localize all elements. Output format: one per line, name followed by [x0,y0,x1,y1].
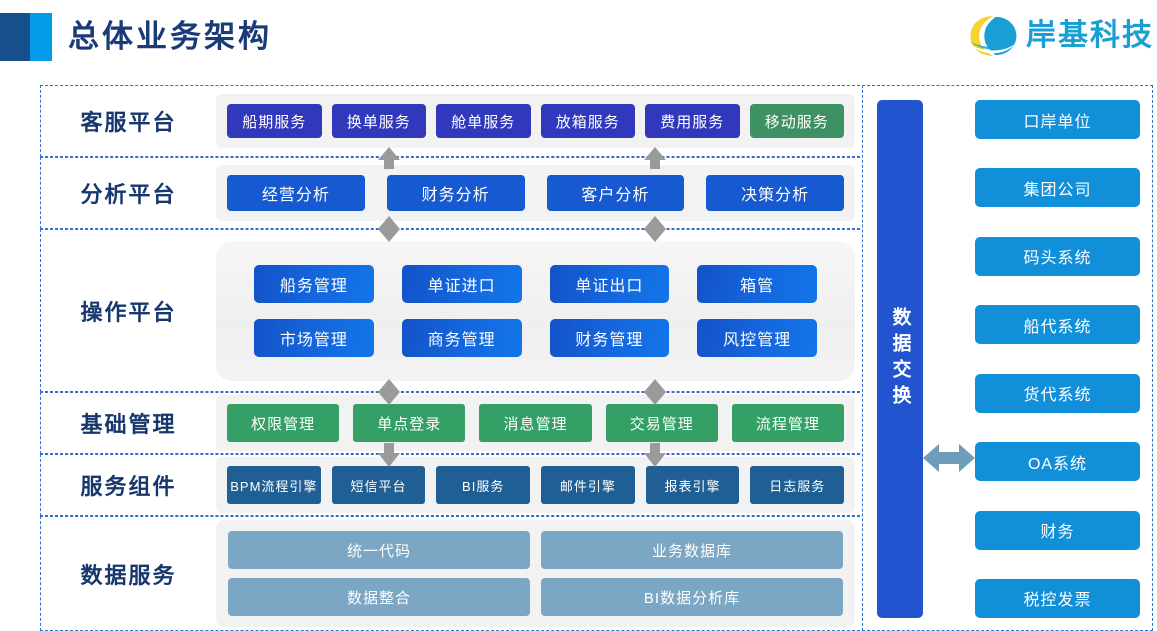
external-system-chip[interactable]: 船代系统 [975,305,1140,345]
module-chip[interactable]: BPM流程引擎 [227,466,321,504]
flow-arrow-up-down-icon [644,216,666,242]
header-accent-bar [0,13,52,61]
company-logo: 岸基科技 [967,12,1154,60]
flow-arrow-up-down-icon [378,379,400,405]
module-chip[interactable]: 财务管理 [549,318,670,357]
external-system-chip[interactable]: 货代系统 [975,373,1140,413]
module-chip[interactable]: 换单服务 [331,104,426,138]
section-body-analysis: 经营分析 财务分析 客户分析 决策分析 [216,165,855,221]
module-chip[interactable]: 风控管理 [697,318,817,357]
section-service-components: 服务组件 BPM流程引擎 短信平台 BI服务 邮件引擎 报表引擎 日志服务 [40,454,870,516]
module-chip[interactable]: 船期服务 [227,104,322,138]
wave-circle-logo-icon [968,16,1018,56]
module-chip[interactable]: 交易管理 [605,404,718,442]
module-chip[interactable]: 市场管理 [254,318,374,357]
section-body-service-components: BPM流程引擎 短信平台 BI服务 邮件引擎 报表引擎 日志服务 [216,457,855,513]
section-label-data-services: 数据服务 [80,562,177,588]
external-system-chip[interactable]: 口岸单位 [975,100,1140,139]
module-chip[interactable]: 财务分析 [386,175,525,211]
section-data-services: 数据服务 统一代码 业务数据库 数据整合 BI数据分析库 [40,516,870,631]
module-chip[interactable]: 经营分析 [227,175,365,211]
module-chip[interactable]: 费用服务 [645,104,740,138]
module-chip[interactable]: 船务管理 [254,264,374,303]
data-exchange-label: 数据交换 [889,307,911,411]
module-chip[interactable]: 流程管理 [731,404,845,442]
flow-arrow-up-icon [378,147,400,169]
flow-arrow-down-icon [378,443,400,467]
module-chip[interactable]: 权限管理 [227,404,340,442]
header-accent-bar-dark [0,13,30,61]
section-label-analysis: 分析平台 [80,182,177,207]
data-exchange-bar[interactable]: 数据交换 [877,100,923,618]
section-label-basic-management: 基础管理 [80,412,177,437]
section-analysis-platform: 分析平台 经营分析 财务分析 客户分析 决策分析 [40,157,870,229]
module-chip[interactable]: 移动服务 [749,104,844,138]
module-chip[interactable]: 消息管理 [479,404,592,442]
module-chip[interactable]: 商务管理 [401,318,522,357]
module-chip[interactable]: 客户分析 [546,175,685,211]
section-customer-service-platform: 客服平台 船期服务 换单服务 舱单服务 放箱服务 费用服务 移动服务 [40,85,870,157]
module-chip[interactable]: 箱管 [697,264,817,303]
module-chip[interactable]: 单点登录 [353,404,466,442]
flow-arrow-up-icon [644,147,666,169]
section-label-customer-service: 客服平台 [80,110,177,135]
external-system-chip[interactable]: 集团公司 [975,168,1140,208]
module-chip[interactable]: 数据整合 [228,578,530,616]
module-chip[interactable]: 报表引擎 [645,466,740,504]
section-body-basic-management: 权限管理 单点登录 消息管理 交易管理 流程管理 [216,395,855,451]
module-chip[interactable]: 决策分析 [706,175,844,211]
module-chip[interactable]: 单证出口 [549,264,670,303]
section-body-data-services: 统一代码 业务数据库 数据整合 BI数据分析库 [216,520,855,627]
external-system-chip[interactable]: OA系统 [975,442,1140,482]
module-chip[interactable]: 统一代码 [228,531,530,569]
external-system-chip[interactable]: 税控发票 [975,578,1140,618]
module-chip[interactable]: 业务数据库 [541,531,843,569]
module-chip[interactable]: 短信平台 [331,466,426,504]
external-system-chip[interactable]: 财务 [975,510,1140,550]
external-integration-panel: 数据交换 口岸单位 集团公司 码头系统 船代系统 货代系统 OA系统 财务 税控… [862,85,1153,631]
header-accent-bar-light [30,13,52,61]
section-body-customer-service: 船期服务 换单服务 舱单服务 放箱服务 费用服务 移动服务 [216,94,855,148]
module-chip[interactable]: 日志服务 [750,466,845,504]
module-chip[interactable]: 舱单服务 [436,104,531,138]
module-chip[interactable]: 单证进口 [401,264,522,303]
platform-stack: 客服平台 船期服务 换单服务 舱单服务 放箱服务 费用服务 移动服务 分析平台 … [40,85,870,631]
double-headed-arrow-icon [923,444,975,472]
module-chip[interactable]: BI数据分析库 [541,578,843,616]
flow-arrow-down-icon [644,443,666,467]
external-system-chip[interactable]: 码头系统 [975,236,1140,276]
company-name: 岸基科技 [1026,19,1154,52]
flow-arrow-up-down-icon [378,216,400,242]
module-chip[interactable]: 放箱服务 [540,104,635,138]
section-label-service-components: 服务组件 [80,474,177,499]
page-title: 总体业务架构 [68,19,272,54]
section-operations-platform: 操作平台 船务管理 单证进口 单证出口 箱管 市场管理 商务管理 财务管理 风控… [40,229,870,392]
page-header: 总体业务架构 岸基科技 [0,0,1157,74]
flow-arrow-up-down-icon [644,379,666,405]
section-basic-management: 基础管理 权限管理 单点登录 消息管理 交易管理 流程管理 [40,392,870,454]
module-chip[interactable]: 邮件引擎 [541,466,635,504]
external-systems-list: 口岸单位 集团公司 码头系统 船代系统 货代系统 OA系统 财务 税控发票 [975,100,1140,618]
architecture-diagram: 客服平台 船期服务 换单服务 舱单服务 放箱服务 费用服务 移动服务 分析平台 … [0,74,1157,631]
section-label-operations: 操作平台 [80,299,177,325]
module-chip[interactable]: BI服务 [436,466,531,504]
section-body-operations: 船务管理 单证进口 单证出口 箱管 市场管理 商务管理 财务管理 风控管理 [216,240,855,381]
